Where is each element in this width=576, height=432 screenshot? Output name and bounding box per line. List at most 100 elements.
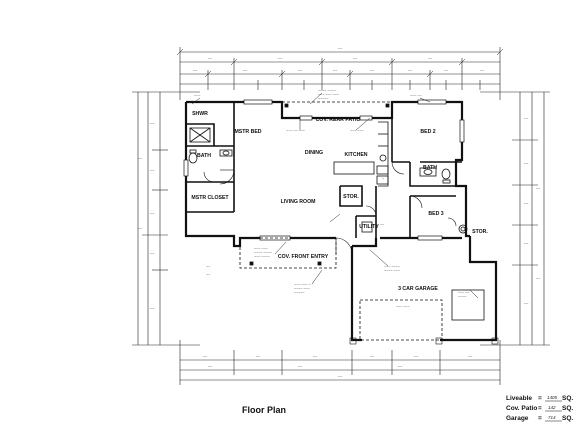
svg-text:~~: ~~: [468, 354, 473, 359]
svg-text:~~: ~~: [208, 56, 213, 61]
room-label-mstr-closet: MSTR CLOSET: [191, 195, 229, 201]
garage-door: [359, 289, 485, 341]
svg-text:~~: ~~: [480, 68, 485, 73]
room-label-cov-front-entry: COV. FRONT ENTRY: [278, 254, 329, 260]
handwritten-annotations: ~~~~ ~~~~ ~~~ ~~~ ~~~ ~~~~~ ~~~ ~~~ ~~ ~…: [194, 89, 470, 309]
svg-text:~~~~~: ~~~~~: [294, 291, 305, 295]
svg-text:~~~~ ~~~: ~~~~ ~~~: [384, 269, 400, 273]
svg-text:~~: ~~: [138, 156, 143, 161]
room-label-bath-master: BATH: [197, 153, 211, 159]
svg-text:~~: ~~: [370, 354, 375, 359]
room-label-bed-3: BED 3: [428, 211, 443, 217]
legend-equals: =: [538, 395, 542, 402]
svg-text:~~: ~~: [256, 354, 261, 359]
room-label-shwr: SHWR: [192, 111, 208, 117]
svg-text:~~~ ~~~~: ~~~ ~~~~: [384, 265, 400, 269]
svg-text:~~~ ~~~ ~: ~~~ ~~~ ~: [294, 283, 311, 287]
rear-patio-outline: [281, 101, 393, 119]
plumbing-fixtures: [188, 127, 468, 234]
legend-value: 142: [548, 405, 556, 410]
svg-text:~~: ~~: [150, 306, 155, 311]
door-swings: [203, 161, 457, 255]
legend-label: Liveable: [506, 395, 532, 402]
svg-text:~~: ~~: [370, 68, 375, 73]
svg-text:~~: ~~: [380, 223, 384, 227]
area-legend: Liveable = 1405 SQ. Cov. Patio = 142 SQ.…: [506, 395, 573, 422]
room-labels: SHWR MSTR BED COV. REAR PATIO BED 2 BATH…: [191, 111, 488, 292]
room-label-bed-2: BED 2: [420, 129, 435, 135]
svg-text:~~: ~~: [138, 226, 143, 231]
drawing-title: Floor Plan: [242, 405, 286, 415]
legend-value: 714: [548, 415, 556, 420]
svg-text:~~~ ~~~~: ~~~ ~~~~: [254, 255, 270, 259]
svg-text:~~: ~~: [536, 276, 541, 281]
svg-text:~~: ~~: [243, 68, 248, 73]
legend-equals: =: [538, 405, 542, 412]
svg-text:~~: ~~: [338, 374, 343, 379]
room-label-stor-right: STOR.: [472, 229, 488, 235]
room-label-kitchen: KITCHEN: [344, 152, 367, 158]
legend-row-garage: Garage = 714 SQ.: [506, 415, 573, 422]
svg-text:~~: ~~: [298, 364, 303, 369]
room-label-utility: UTILITY: [359, 224, 379, 230]
svg-text:~~: ~~: [278, 56, 283, 61]
bottom-dimension-scribbles: ~~~~~~~~~~~~ ~~~~~~ ~~: [203, 354, 473, 379]
svg-text:~~~~ ~~~~: ~~~~ ~~~~: [254, 251, 272, 255]
svg-text:~~: ~~: [150, 211, 155, 216]
side-dimension-scribbles: ~~~~~~~~~~ ~~~~ ~~~~~~~~~~ ~~~~: [138, 116, 541, 311]
legend-row-cov-patio: Cov. Patio = 142 SQ.: [506, 405, 573, 412]
exterior-walls: [184, 100, 470, 248]
front-entry-porch: [239, 237, 337, 269]
top-dimension-lines: [179, 47, 501, 100]
garage-walls: [350, 236, 498, 342]
svg-text:~~~ ~~: ~~~ ~~: [458, 291, 470, 295]
svg-text:~~: ~~: [298, 68, 303, 73]
kitchen-counters: [333, 121, 389, 187]
top-dimension-marks: [176, 48, 504, 78]
room-label-stor-center: STOR.: [343, 194, 359, 200]
svg-text:~~~: ~~~: [194, 94, 200, 98]
svg-text:~~: ~~: [206, 273, 210, 277]
bottom-dimension-lines: [179, 340, 501, 385]
svg-text:~~~ ~~~: ~~~ ~~~: [396, 305, 410, 309]
room-label-living-room: LIVING ROOM: [281, 199, 316, 205]
svg-text:~~~~~: ~~~~~: [318, 97, 329, 101]
svg-text:~~: ~~: [206, 265, 210, 269]
room-label-mstr-bed: MSTR BED: [234, 129, 261, 135]
svg-text:~~: ~~: [353, 56, 358, 61]
svg-text:~~: ~~: [414, 354, 419, 359]
svg-text:~~: ~~: [444, 68, 449, 73]
svg-text:~~: ~~: [150, 168, 155, 173]
garage-column-marks: [349, 337, 499, 345]
svg-text:~~~ ~~ ~~~: ~~~ ~~ ~~~: [286, 129, 305, 133]
legend-unit: SQ.: [562, 415, 573, 422]
top-dimension-scribbles: ~~ ~~~~~~~~ ~~~~~~~~~~~~~~~~: [193, 46, 485, 73]
svg-text:~~: ~~: [524, 301, 529, 306]
svg-text:~~: ~~: [524, 116, 529, 121]
legend-value: 1405: [547, 395, 558, 400]
left-dimension-lines: [132, 91, 200, 346]
svg-text:~~: ~~: [524, 201, 529, 206]
svg-text:~~~~: ~~~~: [458, 295, 466, 299]
svg-text:~~: ~~: [338, 46, 343, 51]
svg-text:~: ~: [382, 177, 384, 181]
svg-text:~~: ~~: [208, 364, 213, 369]
svg-text:~~: ~~: [193, 68, 198, 73]
svg-text:~~: ~~: [203, 354, 208, 359]
svg-text:~~: ~~: [150, 251, 155, 256]
room-label-bath-2: BATH: [423, 165, 437, 171]
svg-text:~~~ ~~~: ~~~ ~~~: [254, 247, 268, 251]
svg-text:~~: ~~: [428, 56, 433, 61]
svg-text:~~~ ~~~ ~~~: ~~~ ~~~ ~~~: [318, 93, 339, 97]
legend-equals: =: [538, 415, 542, 422]
svg-text:~~: ~~: [313, 354, 318, 359]
legend-label: Garage: [506, 415, 529, 422]
legend-unit: SQ.: [562, 405, 573, 412]
annotation-leaders: [191, 92, 479, 299]
right-dimension-lines: [480, 91, 550, 346]
legend-unit: SQ.: [562, 395, 573, 402]
svg-text:~~: ~~: [524, 241, 529, 246]
svg-text:~~: ~~: [398, 364, 403, 369]
room-label-3-car-garage: 3 CAR GARAGE: [398, 286, 438, 292]
